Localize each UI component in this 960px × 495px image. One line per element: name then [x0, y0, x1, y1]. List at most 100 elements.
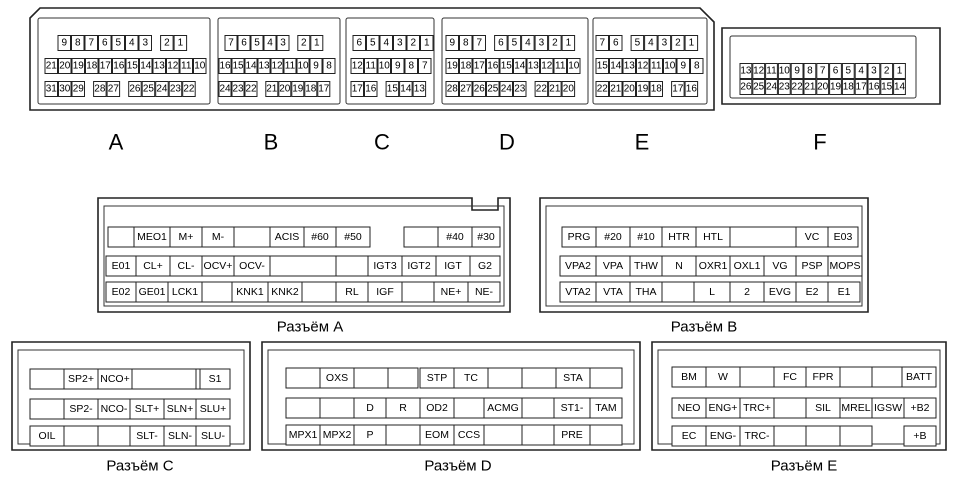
top-pin-number: 11	[366, 61, 377, 72]
pin-cell	[471, 226, 501, 248]
top-pin-number: 5	[115, 38, 121, 49]
pin-label: OXS	[326, 372, 348, 384]
pin-label: VTA	[603, 286, 623, 298]
top-pin-e-22	[595, 81, 609, 97]
top-pin-number: 9	[395, 61, 401, 72]
pin-label: SP2-	[69, 403, 93, 415]
pin-label: OCV+	[204, 260, 233, 272]
top-pin-number: 7	[88, 38, 94, 49]
top-pin-f-14	[893, 79, 906, 95]
pin-cell	[521, 397, 555, 419]
top-pin-d-3	[534, 35, 549, 51]
pin-label: #50	[344, 231, 362, 243]
top-pin-number: 20	[624, 84, 636, 95]
pin-label: IGSW	[874, 402, 902, 414]
top-pin-b-18	[304, 81, 318, 97]
top-pin-d-15	[499, 58, 513, 74]
top-pin-number: 21	[804, 82, 816, 93]
top-pin-number: 17	[672, 84, 684, 95]
top-pin-f-22	[790, 79, 804, 95]
top-pin-number: 12	[541, 61, 553, 72]
pin-cell	[871, 366, 903, 388]
top-pin-b-4	[263, 35, 277, 51]
pin-label: THA	[636, 286, 657, 298]
top-pin-number: 30	[59, 84, 71, 95]
pin-cell	[195, 425, 231, 447]
top-pin-d-19	[445, 58, 459, 74]
top-pin-number: 18	[460, 61, 472, 72]
top-pin-number: 2	[164, 38, 170, 49]
top-pin-number: 21	[610, 84, 622, 95]
top-pin-number: 6	[498, 38, 504, 49]
pin-cell	[387, 367, 419, 389]
pin-label: D	[366, 402, 374, 414]
top-pin-f-23	[777, 79, 791, 95]
top-pin-d-4	[521, 35, 535, 51]
top-pin-number: 6	[356, 38, 362, 49]
top-pin-e-4	[644, 35, 658, 51]
top-pin-number: 15	[127, 61, 139, 72]
pin-label: FC	[783, 371, 797, 383]
top-pin-c-11	[364, 58, 378, 74]
top-pin-number: 31	[46, 84, 58, 95]
top-pin-number: 26	[129, 84, 141, 95]
top-pin-c-9	[391, 58, 405, 74]
top-pin-a-31	[44, 81, 58, 97]
top-pin-e-6	[609, 35, 623, 51]
top-pin-number: 4	[858, 66, 864, 77]
pin-label: ST1-	[561, 402, 584, 414]
top-pin-number: 13	[624, 61, 636, 72]
pin-label: E03	[834, 231, 853, 243]
top-pin-number: 9	[680, 61, 686, 72]
top-pin-a-22	[182, 81, 196, 97]
top-pin-d-14	[513, 58, 527, 74]
pin-label: OCV-	[239, 260, 265, 272]
top-pin-number: 10	[194, 61, 206, 72]
top-pin-number: 14	[894, 82, 906, 93]
top-pin-number: 28	[94, 84, 106, 95]
top-pin-d-26	[472, 81, 486, 97]
pin-cell	[201, 281, 233, 303]
top-pin-c-4	[379, 35, 393, 51]
pin-label: #30	[477, 231, 495, 243]
top-pin-a-12	[166, 58, 180, 74]
top-pin-number: 17	[318, 84, 330, 95]
top-pin-number: 23	[514, 84, 526, 95]
top-pin-number: 4	[129, 38, 135, 49]
top-pin-number: 3	[662, 38, 668, 49]
top-pin-b-24	[218, 81, 232, 97]
pin-cell	[903, 425, 937, 447]
top-pin-number: 3	[871, 66, 877, 77]
top-pin-number: 9	[61, 38, 67, 49]
pin-cell	[589, 424, 623, 446]
pin-label: W	[718, 371, 728, 383]
top-pin-number: 4	[383, 38, 389, 49]
pin-label: THW	[634, 260, 658, 272]
top-pin-b-11	[283, 58, 297, 74]
pin-label: VPA	[603, 260, 623, 272]
pin-label: TRC+	[743, 402, 771, 414]
top-pin-number: 11	[555, 61, 566, 72]
top-pin-b-16	[218, 58, 232, 74]
pin-label: VC	[805, 231, 820, 243]
connector-letter-a: A	[109, 130, 124, 155]
top-pin-b-17	[317, 81, 331, 97]
top-pin-number: 8	[75, 38, 81, 49]
pin-cell	[269, 255, 337, 277]
top-pin-d-16	[486, 58, 500, 74]
top-pin-a-15	[125, 58, 139, 74]
pin-cell	[739, 366, 775, 388]
top-pin-number: 20	[817, 82, 829, 93]
top-pin-e-1	[684, 35, 699, 51]
top-pin-f-26	[739, 79, 753, 95]
top-pin-b-15	[231, 58, 245, 74]
top-pin-c-16	[364, 81, 378, 97]
top-pin-a-21	[44, 58, 58, 74]
top-pin-a-29	[71, 81, 85, 97]
top-pin-number: 11	[181, 61, 192, 72]
connector-caption: Разъём C	[106, 458, 173, 475]
top-pin-f-6	[829, 63, 842, 79]
pin-cell	[467, 281, 501, 303]
